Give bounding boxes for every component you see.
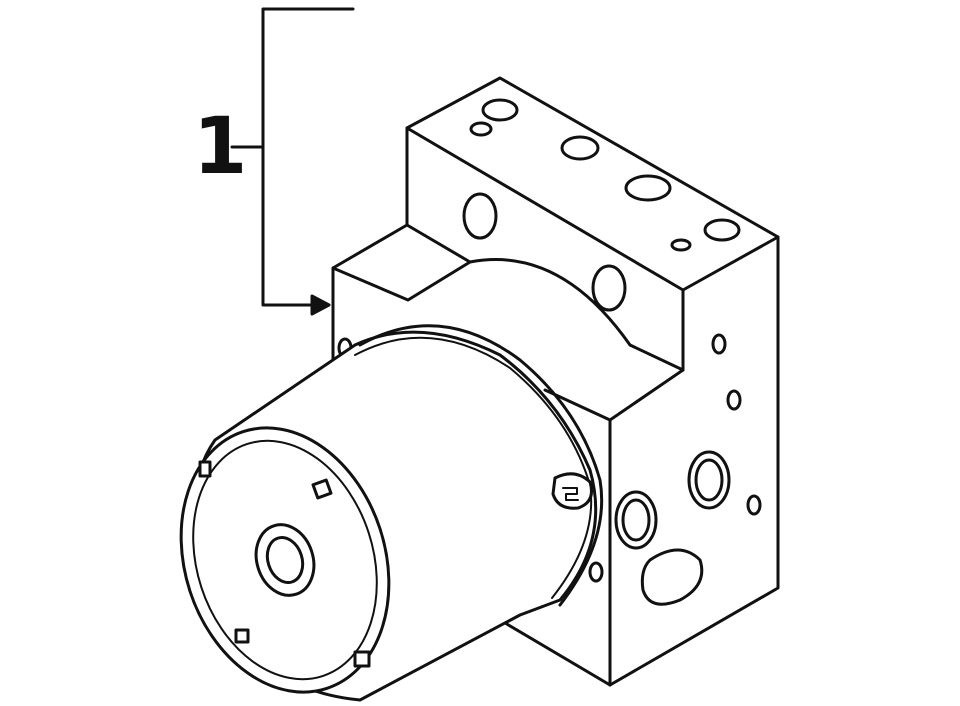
callout-bracket bbox=[230, 7, 355, 316]
pump-motor bbox=[179, 324, 604, 702]
valve-block bbox=[331, 76, 780, 687]
